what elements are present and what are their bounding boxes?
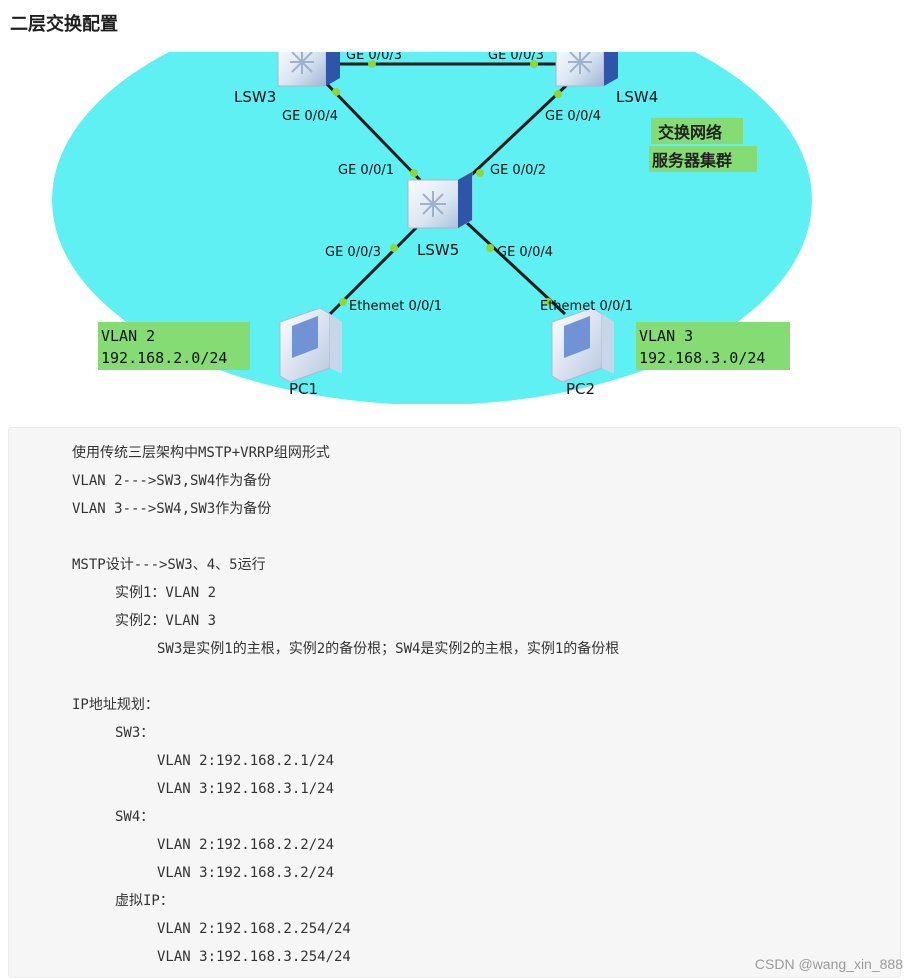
csdn-watermark: CSDN @wang_xin_888	[754, 956, 903, 972]
port-dot	[390, 244, 398, 252]
port-label-lsw5-ge003: GE 0/0/3	[325, 245, 381, 260]
link-lsw4-lsw5	[464, 80, 572, 182]
code-line: VLAN 2:192.168.2.1/24	[157, 753, 335, 769]
vlan-right-line2: 192.168.3.0/24	[639, 349, 765, 367]
port-dot	[339, 298, 347, 306]
vlan-right-line1: VLAN 3	[639, 327, 693, 345]
port-dot	[554, 90, 562, 98]
code-line: VLAN 3:192.168.3.1/24	[157, 781, 335, 797]
port-dot	[486, 244, 494, 252]
port-label-lsw5-ge004: GE 0/0/4	[497, 245, 553, 260]
code-line: VLAN 2--->SW3,SW4作为备份	[72, 473, 272, 489]
vlan-left-label-bg	[98, 322, 250, 370]
port-label-lsw5-ge001: GE 0/0/1	[338, 163, 394, 178]
code-block: 使用传统三层架构中MSTP+VRRP组网形式 VLAN 2--->SW3,SW4…	[8, 427, 901, 978]
vlan-left-line2: 192.168.2.0/24	[101, 349, 227, 367]
port-label-pc2-eth001: Ethemet 0/0/1	[540, 299, 633, 314]
device-label-pc2: PC2	[566, 380, 595, 398]
port-dot	[368, 60, 376, 68]
port-label-lsw5-ge002: GE 0/0/2	[490, 163, 546, 178]
lsw3-switch-icon	[277, 52, 340, 87]
port-dot	[476, 169, 484, 177]
code-line: 使用传统三层架构中MSTP+VRRP组网形式	[72, 445, 330, 461]
cluster-label-bg	[649, 146, 757, 172]
code-line: 实例2：VLAN 3	[115, 613, 217, 629]
pc2-icon	[551, 307, 614, 383]
code-line: MSTP设计--->SW3、4、5运行	[72, 557, 266, 573]
code-line: VLAN 3:192.168.3.2/24	[157, 865, 335, 881]
code-line: SW4：	[115, 809, 155, 825]
cluster-label-line2: 服务器集群	[652, 151, 732, 170]
port-dot	[332, 88, 340, 96]
code-line: VLAN 2:192.168.2.254/24	[157, 921, 351, 937]
device-label-lsw4: LSW4	[616, 88, 658, 106]
device-label-lsw3: LSW3	[234, 88, 276, 106]
lsw4-switch-icon	[555, 52, 618, 87]
code-line: 虚拟IP：	[115, 893, 174, 909]
link-lsw5-pc1	[328, 220, 424, 316]
code-line: SW3是实例1的主根，实例2的备份根；SW4是实例2的主根，实例1的备份根	[157, 641, 620, 657]
code-line: 实例1：VLAN 2	[115, 585, 217, 601]
device-label-pc1: PC1	[289, 380, 318, 398]
port-dot	[410, 169, 418, 177]
vlan-right-label-bg	[636, 322, 790, 370]
port-dot	[530, 60, 538, 68]
lsw5-switch-icon	[407, 171, 473, 229]
code-line: IP地址规划：	[72, 697, 159, 713]
vlan-left-line1: VLAN 2	[101, 327, 155, 345]
network-topology-diagram: GE 0/0/3 GE 0/0/3 GE 0/0/4 GE 0/0/4 GE 0…	[0, 52, 909, 404]
code-line: VLAN 3:192.168.3.254/24	[157, 949, 351, 965]
pc1-icon	[279, 307, 342, 383]
cluster-label-line1: 交换网络	[658, 123, 722, 142]
page-heading: 二层交换配置	[10, 14, 118, 35]
port-label-lsw4-ge003: GE 0/0/3	[488, 52, 544, 63]
port-label-lsw3-ge003: GE 0/0/3	[346, 52, 402, 63]
port-label-pc1-eth001: Ethemet 0/0/1	[349, 299, 442, 314]
port-label-lsw3-ge004: GE 0/0/4	[282, 109, 338, 124]
port-dot	[544, 298, 552, 306]
link-lsw3-lsw5	[323, 80, 422, 182]
port-dots	[332, 60, 562, 306]
device-label-lsw5: LSW5	[417, 241, 459, 259]
code-line: SW3：	[115, 725, 155, 741]
port-label-lsw4-ge004: GE 0/0/4	[545, 109, 601, 124]
code-line: VLAN 3--->SW4,SW3作为备份	[72, 501, 272, 517]
cluster-label-bg	[651, 118, 743, 144]
code-line: VLAN 2:192.168.2.2/24	[157, 837, 335, 853]
